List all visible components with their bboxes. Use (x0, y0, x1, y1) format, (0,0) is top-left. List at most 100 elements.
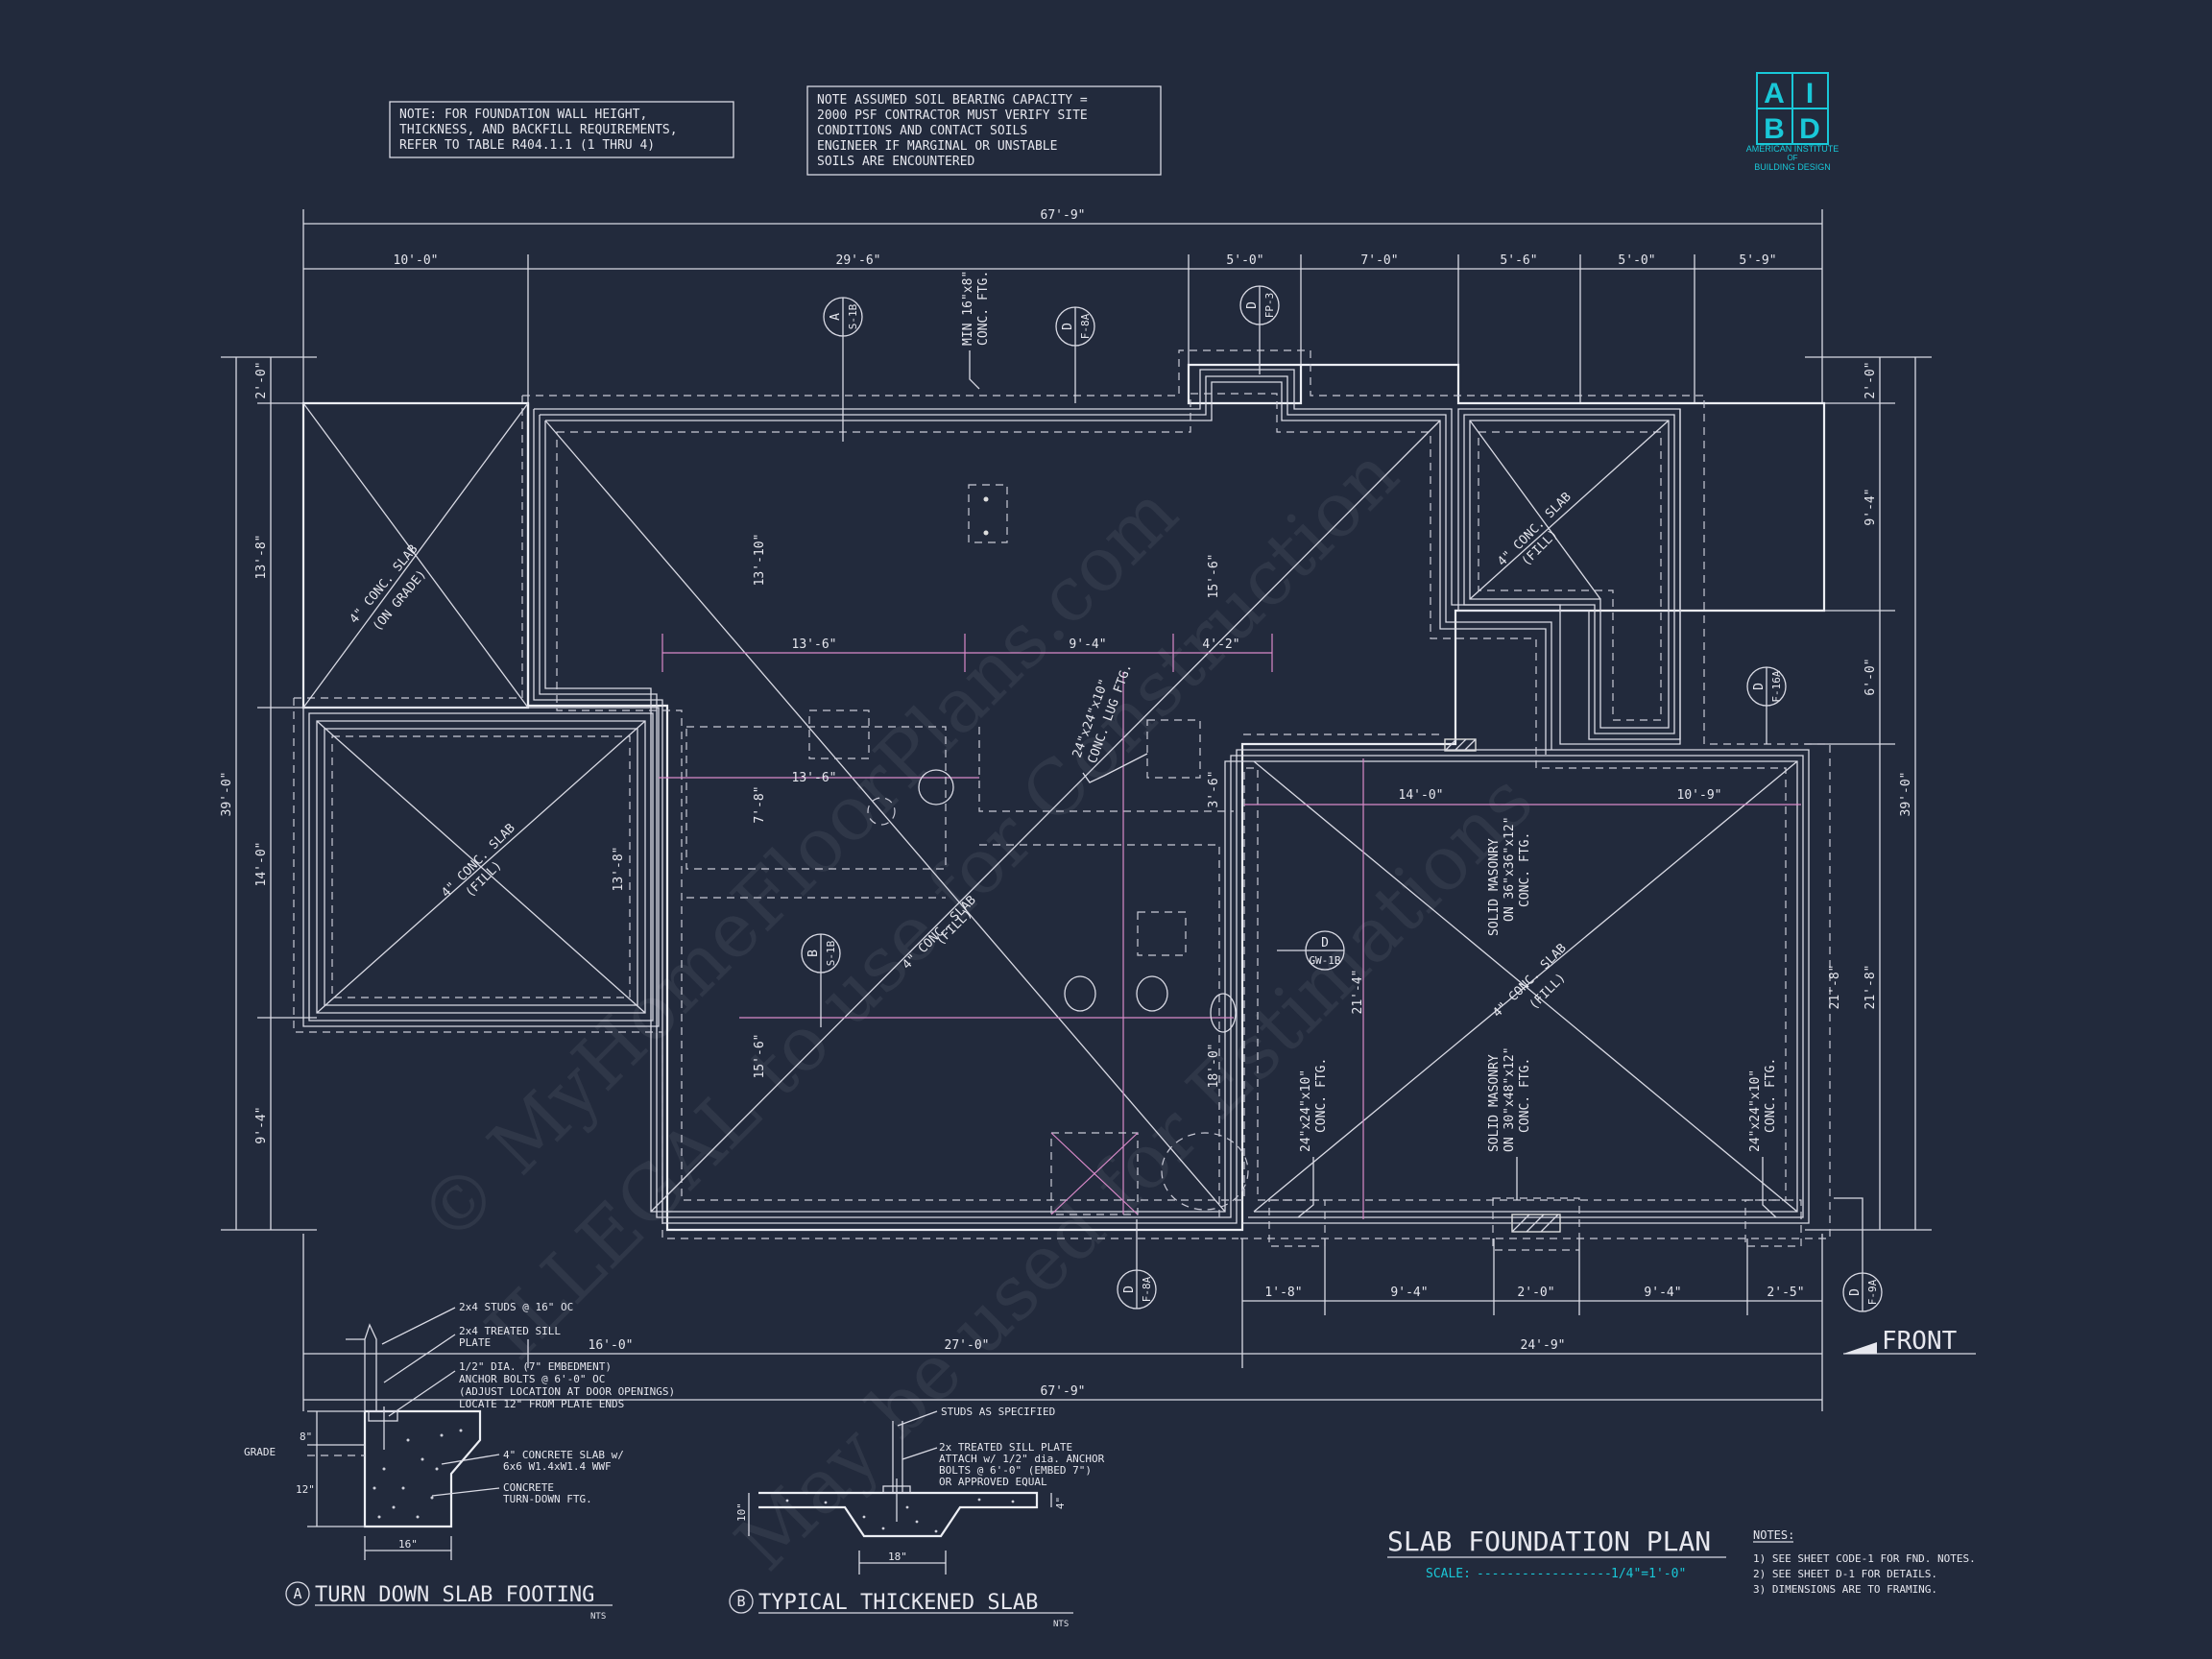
dim-left-segment: 14'-0" (254, 842, 269, 887)
label-min-footing: MIN 16"x8" (961, 271, 975, 346)
dim-left-overall: 39'-0" (220, 772, 234, 817)
svg-text:NTS: NTS (590, 1612, 606, 1622)
dimensions-left: 39'-0" 2'-0" 13'-8" 14'-0" 9'-4" (220, 356, 317, 1231)
svg-text:LOCATE 12" FROM PLATE ENDS: LOCATE 12" FROM PLATE ENDS (459, 1398, 624, 1410)
dim-interior: 18'-0" (1207, 1044, 1221, 1089)
dim-interior: 3'-6" (1207, 770, 1221, 807)
watermark-line-3: May be used for Estimations (720, 757, 1550, 1587)
callout-bubble: A S-1B (823, 297, 863, 442)
dim-interior: 10'-9" (1677, 788, 1722, 803)
label-masonry: SOLID MASONRY (1487, 1054, 1502, 1152)
svg-text:D: D (1848, 1288, 1863, 1296)
svg-text:D: D (1122, 1286, 1137, 1293)
logo-letter: D (1799, 113, 1820, 145)
label-footing: CONC. FTG. (1764, 1058, 1778, 1133)
svg-text:STUDS AS SPECIFIED: STUDS AS SPECIFIED (941, 1406, 1055, 1418)
dim-bottom-right: 24'-9" (1521, 1338, 1566, 1353)
svg-text:10": 10" (735, 1503, 748, 1522)
svg-text:(ADJUST LOCATION AT DOOR OPENI: (ADJUST LOCATION AT DOOR OPENINGS) (459, 1385, 675, 1398)
svg-text:18": 18" (888, 1551, 907, 1563)
note-item: 2) SEE SHEET D-1 FOR DETAILS. (1753, 1568, 1937, 1580)
note-item: 1) SEE SHEET CODE-1 FOR FND. NOTES. (1753, 1552, 1976, 1565)
svg-text:4": 4" (1054, 1497, 1067, 1509)
svg-text:GRADE: GRADE (244, 1446, 276, 1458)
dim-interior: 9'-4" (1069, 637, 1106, 652)
svg-text:B: B (806, 950, 821, 957)
svg-text:4" CONCRETE SLAB w/: 4" CONCRETE SLAB w/ (503, 1449, 624, 1461)
logo-text: BUILDING DESIGN (1754, 162, 1831, 172)
label-masonry: CONC. FTG. (1518, 1058, 1532, 1133)
dim-interior: 13'-10" (753, 534, 767, 587)
note-wall-line: REFER TO TABLE R404.1.1 (1 THRU 4) (399, 138, 655, 153)
section-callouts: A S-1B D F-8A D FP-3 D F-16A B S-1B D GW… (801, 285, 1883, 1312)
plan-title: SLAB FOUNDATION PLAN (1387, 1526, 1711, 1557)
tub-icon (1161, 1132, 1249, 1211)
dim-top-overall: 67'-9" (1041, 208, 1086, 223)
svg-text:FP-3: FP-3 (1263, 293, 1276, 319)
svg-text:8": 8" (300, 1431, 312, 1443)
svg-text:ATTACH w/ 1/2" dia. ANCHOR: ATTACH w/ 1/2" dia. ANCHOR (939, 1453, 1105, 1465)
dim-right-segment: 21'-8" (1863, 965, 1878, 1010)
dim-right-segment: 9'-4" (1863, 488, 1878, 525)
fixtures (808, 484, 1802, 1251)
slab-diagonals (302, 402, 1798, 1213)
note-soil-line: 2000 PSF CONTRACTOR MUST VERIFY SITE (817, 108, 1088, 123)
note-soil-bearing: NOTE ASSUMED SOIL BEARING CAPACITY = 200… (806, 85, 1162, 176)
dim-top-segment: 10'-0" (394, 253, 439, 268)
scale-label: SCALE: (1426, 1567, 1471, 1581)
callout-bubble: D F-8A (1055, 306, 1095, 403)
svg-text:16": 16" (398, 1538, 418, 1551)
title-block: SLAB FOUNDATION PLAN SCALE: ------------… (1387, 1526, 1726, 1581)
detail-a-title: TURN DOWN SLAB FOOTING (315, 1583, 594, 1607)
interior-partitions (659, 634, 1801, 1219)
dim-bottom-segment: 9'-4" (1390, 1286, 1428, 1300)
toilet-icon (918, 769, 954, 805)
callout-bubble: D F-8A (1117, 1219, 1157, 1310)
svg-text:CONCRETE: CONCRETE (503, 1481, 554, 1494)
dim-interior: 4'-2" (1202, 637, 1239, 652)
note-soil-line: SOILS ARE ENCOUNTERED (817, 155, 975, 169)
svg-text:F-9A: F-9A (1866, 1279, 1879, 1305)
aibd-logo: A I B D AMERICAN INSTITUTE OF BUILDING D… (1746, 72, 1839, 172)
callout-bubble: B S-1B (801, 933, 841, 1027)
dim-interior: 13'-6" (792, 637, 837, 652)
svg-text:S-1B: S-1B (847, 303, 859, 329)
dim-top-segment: 5'-6" (1500, 253, 1537, 268)
detail-mark: A (293, 1585, 301, 1602)
note-soil-line: NOTE ASSUMED SOIL BEARING CAPACITY = (817, 93, 1088, 108)
detail-a-turn-down-footing: GRADE 8" 12" 16" 2x4 STUDS @ 16" OC 2x4 … (244, 1301, 675, 1622)
dim-bottom-segment: 9'-4" (1644, 1286, 1681, 1300)
dim-left-segment: 9'-4" (254, 1106, 269, 1143)
dim-bottom-segment: 2'-0" (1517, 1286, 1554, 1300)
dim-bottom-left: 16'-0" (589, 1338, 634, 1353)
note-item: 3) DIMENSIONS ARE TO FRAMING. (1753, 1583, 1937, 1596)
callout-bubble: D GW-1B (1277, 930, 1345, 971)
dim-bottom-mid: 27'-0" (945, 1338, 990, 1353)
dim-left-segment: 13'-8" (254, 535, 269, 580)
dimensions-top: 67'-9" 10'-0" 29'-6" 5'-0" 7'-0" 5'-6" 5… (302, 208, 1823, 403)
logo-letter: A (1764, 78, 1785, 109)
note-soil-line: CONDITIONS AND CONTACT SOILS (817, 124, 1027, 138)
svg-text:F-8A: F-8A (1141, 1276, 1153, 1302)
dim-top-segment: 29'-6" (836, 253, 881, 268)
svg-text:D: D (1321, 936, 1329, 950)
dim-bottom-overall: 67'-9" (1041, 1384, 1086, 1399)
svg-text:NTS: NTS (1053, 1620, 1069, 1629)
dim-right-segment: 2'-0" (1863, 361, 1878, 398)
dim-interior: 14'-0" (1399, 788, 1444, 803)
svg-text:D: D (1061, 323, 1075, 330)
notes-heading: NOTES: (1753, 1528, 1794, 1542)
svg-text:2x4 TREATED SILL: 2x4 TREATED SILL (459, 1325, 561, 1337)
general-notes: NOTES: 1) SEE SHEET CODE-1 FOR FND. NOTE… (1753, 1528, 1976, 1596)
label-footing: 24"x24"x10" (1299, 1070, 1313, 1152)
callout-bubble: D F-9A (1834, 1197, 1883, 1312)
label-masonry: CONC. FTG. (1518, 832, 1532, 907)
svg-text:BOLTS @ 6'-0" (EMBED 7"): BOLTS @ 6'-0" (EMBED 7") (939, 1464, 1092, 1477)
sink-icon (1064, 975, 1096, 1012)
detail-b-thickened-slab: 10" 4" 18" STUDS AS SPECIFIED 2x TREATED… (729, 1406, 1105, 1629)
dimensions-right: 2'-0" 9'-4" 6'-0" 21'-8" 39'-0" (1805, 356, 1932, 1231)
svg-text:OR APPROVED EQUAL: OR APPROVED EQUAL (939, 1476, 1047, 1488)
dim-top-segment: 5'-9" (1739, 253, 1776, 268)
front-label: FRONT (1882, 1327, 1958, 1356)
